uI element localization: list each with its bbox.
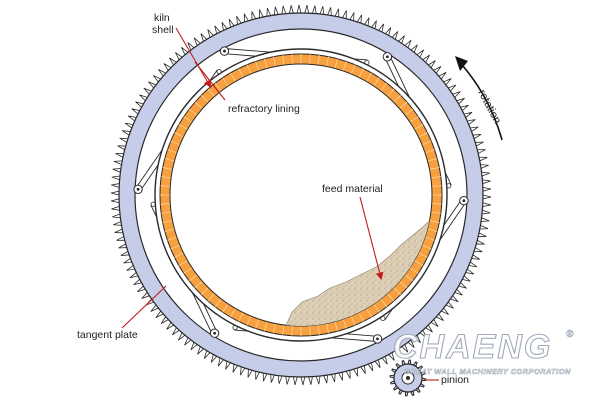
refractory-lining-label: refractory lining [228,103,300,115]
lining-bricks [160,54,442,336]
tangent-plate-label: tangent plate [77,329,138,341]
watermark-brand: CHAENG [393,328,552,366]
tangent-plate-callout: tangent plate [77,285,167,341]
feed-material-leader [359,196,384,281]
pin-joint-center-3 [462,199,466,203]
pinion-gear [389,359,427,397]
pin-joint-center-5 [213,331,217,335]
kiln-shell-label-line1: kiln [154,12,170,24]
refractory-lining-callout: refractory lining [194,61,300,115]
pinion-callout: pinion [424,374,469,386]
pin-joint-center-2 [385,55,389,59]
watermark-registered: ® [566,329,574,340]
kiln-shell-leader [175,27,212,88]
pinion-label: pinion [441,374,469,386]
rotation-arrow-icon [455,56,503,141]
feed-material-label: feed material [322,183,383,195]
rotation-label: rotation [475,88,503,126]
kiln-shell-label-line2: shell [152,24,174,36]
pin-joint-center-1 [223,49,226,53]
kiln-shell-callout: kiln shell [152,12,212,88]
pin-joint-center-4 [376,337,379,341]
watermark-subtitle: GREAT WALL MACHINERY CORPORATION [404,367,571,376]
feed-material-callout: feed material [322,183,384,281]
tangent-plate-leader [121,285,167,329]
refractory-lining-leader [194,61,226,101]
pin-joint-center-6 [136,187,140,191]
chaeng-watermark: CHAENG ® GREAT WALL MACHINERY CORPORATIO… [392,327,574,376]
